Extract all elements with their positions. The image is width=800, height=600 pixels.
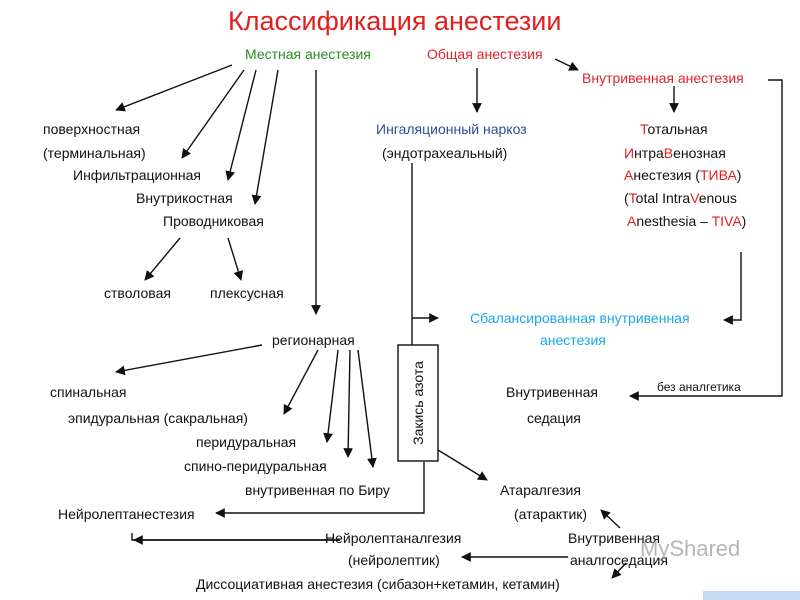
tiva-line-4-rest: enous	[698, 190, 737, 206]
arrow-regional-bier	[357, 349, 377, 468]
tiva-line-4-open: (	[624, 190, 629, 206]
watermark-bar	[703, 591, 800, 600]
tiva-initial-t: Т	[640, 121, 648, 137]
arrow-iv-sedation	[629, 79, 783, 401]
general-anesthesia-label: Общая анестезия	[427, 46, 543, 62]
arrow-tiva-balanced	[723, 252, 742, 325]
regional-epidural: эпидуральная (сакральная)	[68, 410, 248, 426]
sedation-note: без аналгетика	[657, 380, 741, 394]
arrow-regional-peridural	[323, 349, 339, 443]
tiva-line-4: (Total IntraVenous	[624, 189, 737, 207]
arrow-regional-spinal	[115, 344, 263, 376]
tiva-initial-t-en: T	[628, 190, 636, 206]
tiva-initial-v: В	[663, 145, 674, 161]
arrow-general-iv	[554, 58, 579, 71]
arrow-regional-epidural	[283, 349, 319, 415]
balanced-label-1: Сбалансированная внутривенная	[470, 310, 690, 326]
dissociative-anesthesia: Диссоциативная анестезия (сибазон+кетами…	[196, 576, 560, 592]
arrow-local-terminal	[181, 69, 245, 159]
tiva-line-4-otal: otal Intra	[635, 190, 691, 206]
iv-anesthesia-label: Внутривенная анестезия	[582, 70, 744, 86]
arrow-local-infiltration	[225, 69, 257, 181]
tiva-abbr-en: TIVA	[711, 213, 742, 229]
tiva-line-5-rest: nesthesia –	[636, 213, 712, 229]
tiva-line-2-rest: енозная	[673, 145, 726, 161]
balanced-label-2: анестезия	[540, 332, 606, 348]
inhalation-label: Ингаляционный наркоз	[376, 121, 527, 137]
iv-analgosedation-label: Внутривенная	[568, 530, 660, 546]
tiva-line-1: Тотальная	[640, 120, 708, 138]
arrow-regional-spino	[343, 349, 354, 458]
title-text: Классификация анестезии	[228, 6, 562, 36]
tiva-line-5-end: )	[741, 213, 747, 229]
tiva-initial-i: И	[624, 145, 635, 161]
regional-spinal: спинальная	[50, 384, 127, 400]
arrow-local-surface	[115, 64, 233, 112]
nitrous-oxide-label: Закись азота	[410, 361, 426, 445]
regional-spino-peridural: спино-перидуральная	[184, 458, 327, 474]
inhalation-sub: (эндотрахеальный)	[382, 145, 508, 161]
tiva-abbr-ru: ТИВА	[699, 167, 737, 183]
iv-analgosedation-sub: аналгоседация	[570, 552, 668, 568]
tiva-line-3-mid: нестезия (	[633, 167, 700, 183]
tiva-initial-a-en: A	[627, 213, 637, 229]
nitrous-box	[397, 344, 439, 462]
neurolept-anesthesia: Нейролептанестезия	[58, 506, 195, 522]
tiva-line-3-end: )	[736, 167, 742, 183]
conduction-plexus: плексусная	[210, 285, 284, 301]
neuroleptanalgesia-sub: (нейролептик)	[348, 552, 440, 568]
ataralgesia-label: Атаралгезия	[500, 482, 581, 498]
regional-peridural: перидуральная	[196, 434, 297, 450]
watermark-logo: MyShared	[640, 536, 741, 561]
arrow-conduction-trunk	[144, 237, 181, 281]
tiva-line-5: Anesthesia – TIVA)	[627, 212, 746, 230]
tiva-line-1-rest: отальная	[647, 121, 708, 137]
page-title: Классификация анестезии	[228, 5, 561, 37]
arrow-conduction-plexus	[227, 237, 244, 281]
ataralgesia-sub: (атарактик)	[514, 506, 588, 522]
tiva-initial-v-en: V	[690, 190, 699, 206]
conduction-trunk: стволовая	[104, 285, 171, 301]
neuroleptanalgesia-label: Нейролептаналгезия	[325, 530, 462, 546]
arrow-neurolept-analgesia	[131, 533, 340, 541]
sedation-label-1: Внутривенная	[506, 384, 598, 400]
tiva-line-3: Анестезия (ТИВА)	[624, 166, 741, 184]
arrow-analgosedation-ataralgesia	[600, 509, 621, 529]
arrow-local-intraosseous	[251, 69, 279, 205]
tiva-line-2-part: нтра	[634, 145, 664, 161]
local-item-conduction: Проводниковая	[163, 213, 264, 229]
local-item-infiltration: Инфильтрационная	[73, 167, 201, 183]
regional-bier: внутривенная по Биру	[245, 482, 390, 498]
regional-label: регионарная	[272, 332, 355, 348]
sedation-label-2: седация	[527, 410, 581, 426]
arrow-nitrous-ataralgesia	[437, 449, 488, 481]
arrow-analgosedation-dissociative	[611, 562, 627, 579]
arrow-nitrous-neurolept	[215, 462, 425, 518]
local-item-terminal: (терминальная)	[43, 145, 146, 161]
tiva-initial-a: А	[624, 167, 634, 183]
local-anesthesia-label: Местная анестезия	[245, 46, 371, 62]
local-item-surface: поверхностная	[43, 121, 141, 137]
tiva-line-2: ИнтраВенозная	[624, 144, 726, 162]
local-item-intraosseous: Внутрикостная	[136, 190, 233, 206]
